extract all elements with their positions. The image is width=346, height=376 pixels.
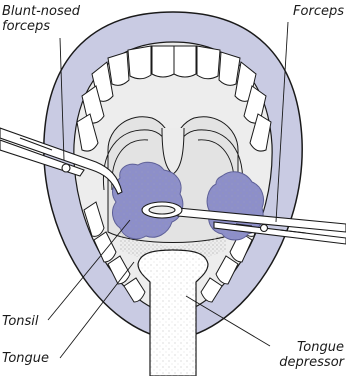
blunt-nosed-forceps-label: Blunt-nosed forceps <box>2 4 112 34</box>
tongue-label: Tongue <box>2 351 49 366</box>
blunt-nosed-forceps-label-line1: Blunt-nosed <box>2 4 112 19</box>
forceps-label: Forceps <box>293 4 344 19</box>
tonsil-label: Tonsil <box>2 314 39 329</box>
blunt-nosed-forceps-label-line2: forceps <box>2 19 112 34</box>
tongue-depressor-label-line1: Tongue <box>264 340 344 355</box>
tongue-depressor-label-line2: depressor <box>264 355 344 370</box>
tongue-depressor-label: Tongue depressor <box>264 340 344 370</box>
